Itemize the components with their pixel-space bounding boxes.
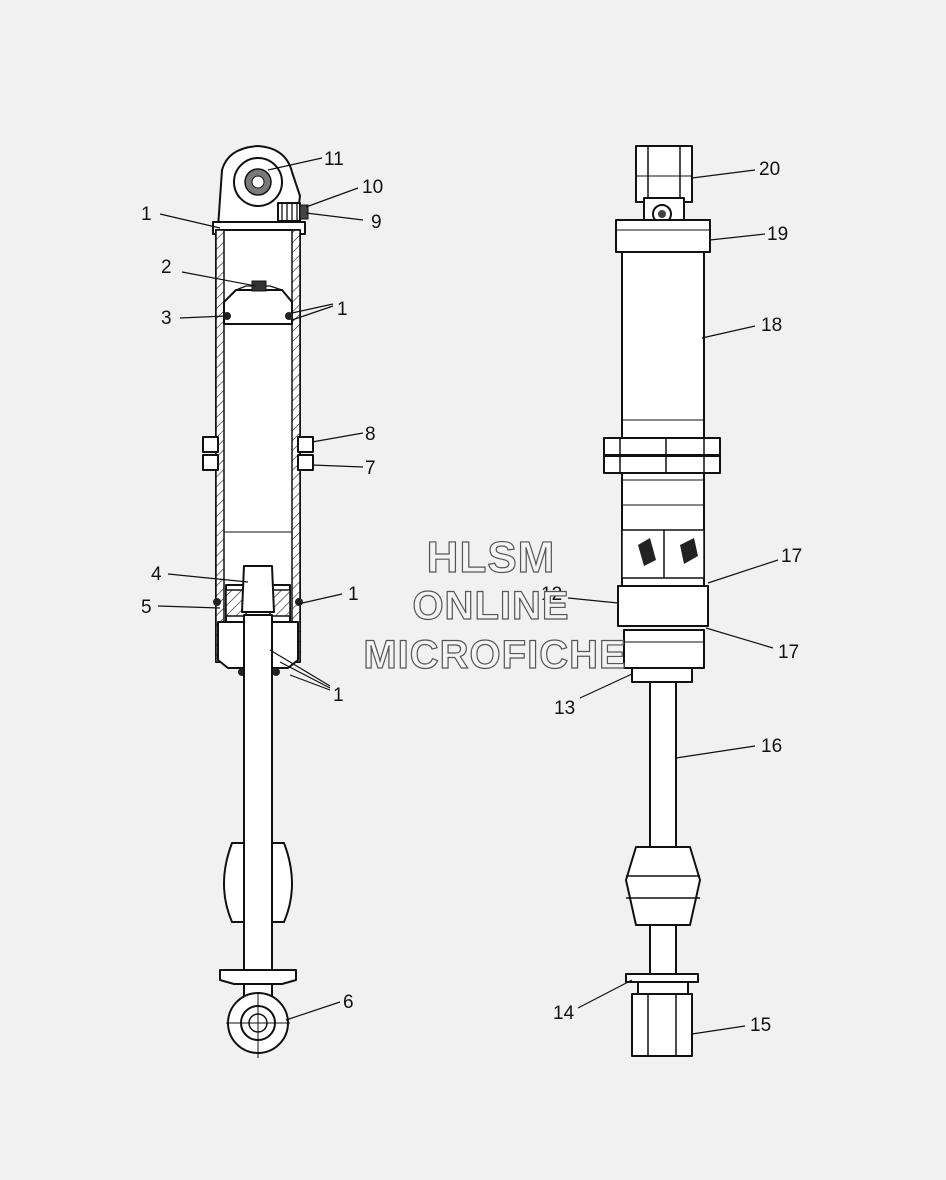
bottom-washer bbox=[625, 973, 699, 995]
lower-ring bbox=[617, 585, 709, 669]
callout-5: 5 bbox=[141, 597, 152, 618]
callout-20: 20 bbox=[759, 159, 780, 180]
watermark: HLSM ONLINE MICROFICHE bbox=[363, 532, 627, 677]
callout-1-piston: 1 bbox=[337, 299, 348, 320]
shaft-collar bbox=[631, 667, 693, 683]
bottom-eye-mount bbox=[219, 969, 297, 1058]
callout-17-lower: 17 bbox=[778, 642, 799, 663]
brand-logo-band bbox=[621, 529, 705, 579]
callout-1-lower: 1 bbox=[333, 685, 344, 706]
callout-15: 15 bbox=[750, 1015, 771, 1036]
callout-18: 18 bbox=[761, 315, 782, 336]
top-cap bbox=[615, 219, 711, 253]
callout-16: 16 bbox=[761, 736, 782, 757]
callout-13: 13 bbox=[554, 698, 575, 719]
callout-1-seal: 1 bbox=[348, 584, 359, 605]
callout-labels-right: 20 19 18 17 12 17 13 16 14 15 bbox=[541, 159, 802, 1036]
callout-4: 4 bbox=[151, 564, 162, 585]
preload-collar bbox=[202, 436, 314, 471]
preload-rings bbox=[603, 437, 721, 474]
watermark-line-1: HLSM bbox=[427, 533, 556, 582]
adjuster-screw bbox=[277, 202, 309, 222]
leader-lines bbox=[157, 157, 779, 1035]
floating-piston bbox=[223, 280, 293, 325]
external-shaft bbox=[649, 681, 677, 976]
callout-6: 6 bbox=[343, 992, 354, 1013]
callout-8: 8 bbox=[365, 424, 376, 445]
callout-3: 3 bbox=[161, 308, 172, 329]
callout-11: 11 bbox=[324, 149, 344, 170]
bump-stop bbox=[223, 842, 293, 923]
shaft bbox=[243, 614, 273, 976]
callout-12: 12 bbox=[541, 584, 562, 605]
callout-17-upper: 17 bbox=[781, 546, 802, 567]
watermark-line-3: MICROFICHE bbox=[363, 633, 626, 677]
bottom-bushing bbox=[631, 993, 693, 1057]
callout-2: 2 bbox=[161, 257, 172, 278]
callout-14: 14 bbox=[553, 1003, 575, 1024]
right-external-shock bbox=[603, 145, 721, 1057]
left-cutaway-shock bbox=[202, 145, 314, 1058]
external-bump-stop bbox=[625, 846, 701, 926]
callout-1-top: 1 bbox=[141, 204, 152, 225]
callout-19: 19 bbox=[767, 224, 788, 245]
callout-9: 9 bbox=[371, 212, 382, 233]
callout-7: 7 bbox=[365, 458, 376, 479]
watermark-line-2: ONLINE bbox=[412, 584, 569, 628]
callout-10: 10 bbox=[362, 177, 383, 198]
callout-labels-left: 11 10 9 1 2 3 1 8 7 4 5 1 1 6 bbox=[141, 149, 383, 1013]
